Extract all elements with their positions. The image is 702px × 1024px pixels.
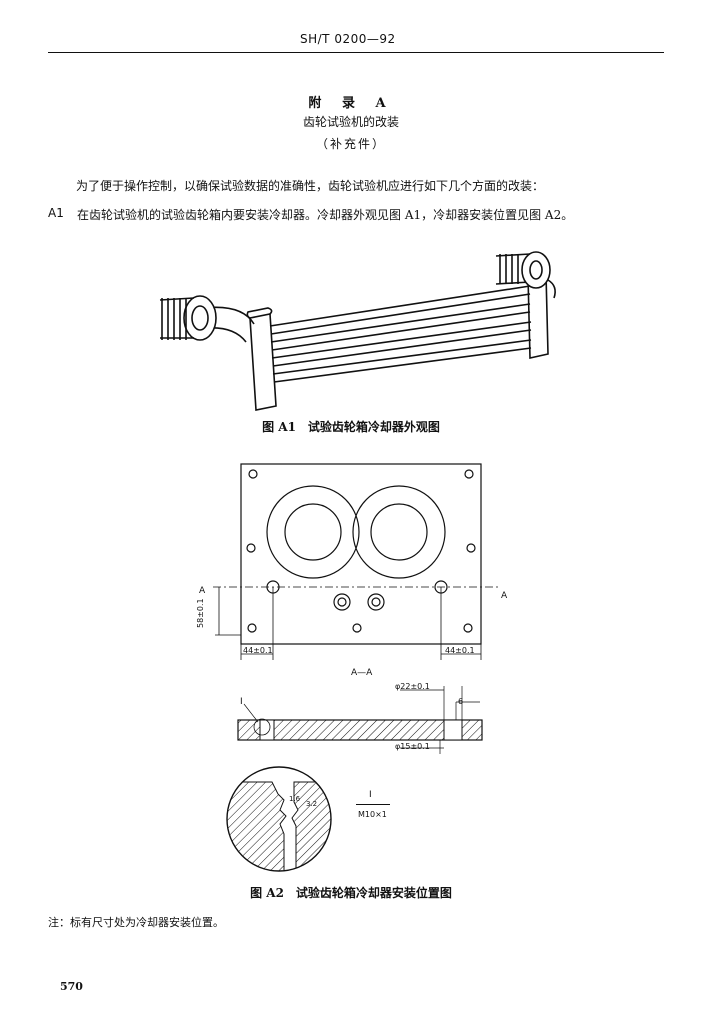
thread-label: M10×1 — [358, 810, 387, 819]
appendix-subtitle: 齿轮试验机的改装 — [302, 115, 399, 129]
dim-inner-diameter: φ15±0.1 — [395, 742, 430, 751]
section-view — [237, 686, 483, 754]
cooler-illustration — [159, 251, 556, 411]
footnote: 注：标有尺寸处为冷却器安装位置。 — [48, 916, 224, 929]
figure-a1-caption: 图 A1 试验齿轮箱冷却器外观图 — [262, 420, 440, 434]
header-rule — [48, 52, 664, 53]
detail-dim-b: 3.2 — [306, 800, 318, 808]
appendix-note: （补充件） — [315, 137, 386, 151]
dim-height: 58±0.1 — [196, 598, 205, 628]
section-mark-right: A — [501, 591, 508, 601]
section-label: A—A — [351, 668, 373, 678]
dim-outer-diameter: φ22±0.1 — [395, 682, 430, 691]
detail-callout-label: I — [240, 697, 243, 707]
dim-right-offset: 44±0.1 — [445, 646, 475, 655]
section-mark-left: A — [199, 586, 206, 596]
detail-dim-a: 1.6 — [289, 795, 301, 803]
clause-text: 在齿轮试验机的试验齿轮箱内要安装冷却器。冷却器外观见图 A1，冷却器安装位置见图… — [77, 208, 574, 222]
detail-title: I — [369, 790, 372, 800]
dim-left-offset: 44±0.1 — [243, 646, 273, 655]
figure-a2-caption: 图 A2 试验齿轮箱冷却器安装位置图 — [250, 886, 452, 900]
appendix-title: 附 录 A — [308, 96, 394, 111]
detail-title-rule — [356, 804, 390, 805]
standard-code: SH/T 0200—92 — [300, 32, 396, 46]
mounting-plate-plan-view — [213, 463, 501, 660]
thread-detail-view — [226, 766, 332, 872]
intro-paragraph: 为了便于操作控制，以确保试验数据的准确性，齿轮试验机应进行如下几个方面的改装： — [76, 179, 545, 193]
page-number: 570 — [60, 980, 83, 993]
clause-number: A1 — [48, 206, 64, 220]
dim-depth: 6 — [458, 697, 464, 706]
